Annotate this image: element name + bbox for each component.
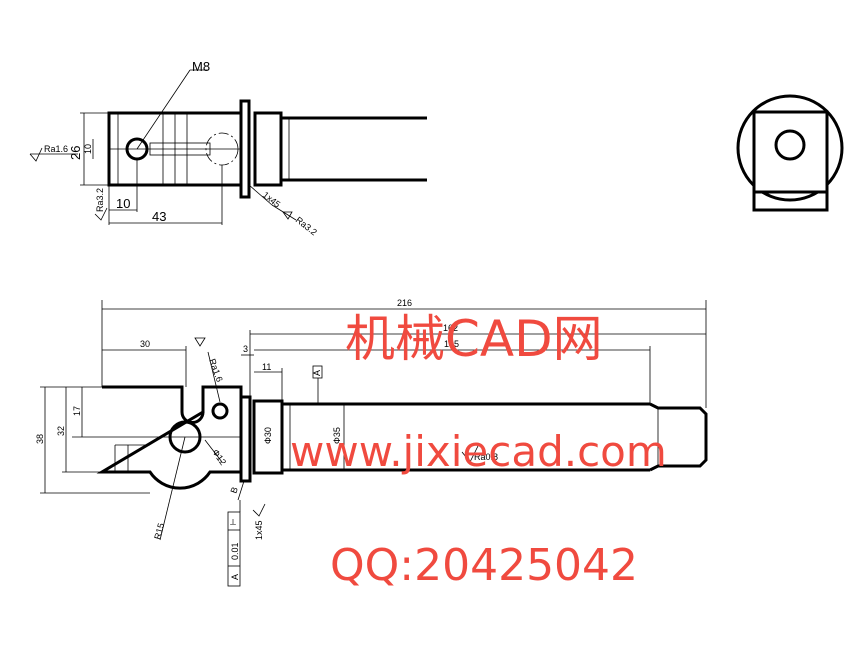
side-base [752, 190, 829, 212]
dim-3: 3 [243, 344, 248, 354]
collar [252, 399, 284, 475]
roughness-symbol [194, 337, 206, 347]
roughness-symbol [29, 147, 43, 162]
leader [204, 439, 223, 463]
chamfer-main: 1x45 [254, 520, 264, 540]
side-hole [774, 129, 806, 161]
flange [239, 99, 251, 199]
dim-d35: Ф35 [332, 427, 342, 444]
rough-bottom: Ra3.2 [95, 188, 105, 212]
dim-216: 216 [397, 298, 412, 308]
roughness-symbol [252, 503, 266, 517]
top-view: M8 26 10 Ra1.6 Ra3.2 10 43 1x45 Ra3.2 [29, 59, 427, 238]
main-flange [239, 395, 252, 483]
m8-hole [125, 137, 149, 161]
leader [237, 480, 245, 501]
tolerance-frame [227, 511, 241, 587]
main-block [96, 385, 243, 490]
leader [159, 436, 186, 541]
main-view: 216 162 145 30 3 11 A 38 32 17 [35, 298, 708, 587]
dim-10: 10 [116, 196, 130, 211]
leader [207, 351, 221, 403]
watermark-line3: QQ:20425042 [330, 540, 638, 591]
end-journal [649, 402, 708, 472]
side-block [752, 110, 829, 194]
dim-10-vert: 10 [83, 144, 93, 154]
leader [248, 184, 273, 206]
tol-value: 0.01 [230, 542, 240, 560]
watermark: 机械CAD网 www.jixiecad.com QQ:20425042 [290, 310, 667, 591]
dim-145: 145 [444, 339, 459, 349]
dim-d30: Ф30 [263, 427, 273, 444]
dim-17: 17 [72, 406, 82, 416]
dim-d12: Ф12 [210, 447, 228, 467]
dim-b: B [228, 486, 239, 495]
dim-30: 30 [140, 339, 150, 349]
small-hole [211, 402, 229, 420]
dim-11: 11 [262, 362, 271, 372]
roughness-symbol [282, 211, 293, 220]
dim-162: 162 [443, 323, 458, 333]
watermark-line1: 机械CAD网 [345, 310, 603, 368]
tol-datum: A [230, 574, 240, 580]
leader [271, 204, 297, 221]
dim-r15: R15 [152, 522, 166, 541]
side-view [736, 94, 844, 212]
watermark-line2: www.jixiecad.com [290, 427, 667, 476]
dim-43: 43 [152, 209, 166, 224]
rough-right: Ra3.2 [294, 215, 319, 238]
roughness-symbol [461, 445, 479, 463]
datum-box [312, 365, 323, 379]
dim-26: 26 [68, 146, 83, 160]
slot [149, 142, 211, 156]
tol-symbol: ⟂ [230, 517, 236, 527]
collar [253, 111, 283, 187]
datum-a: A [312, 370, 322, 376]
thread-label: M8 [192, 59, 210, 74]
leader [136, 69, 191, 150]
chamfer-top: 1x45 [261, 190, 283, 210]
rough-left: Ra1.6 [44, 144, 68, 154]
side-flange [736, 94, 844, 202]
dim-32: 32 [56, 426, 66, 436]
roughness-symbol [94, 207, 108, 221]
rough-main: Ra1.6 [207, 357, 225, 383]
dim-38: 38 [35, 434, 45, 444]
rough-shaft: Ra0.8 [474, 452, 498, 462]
